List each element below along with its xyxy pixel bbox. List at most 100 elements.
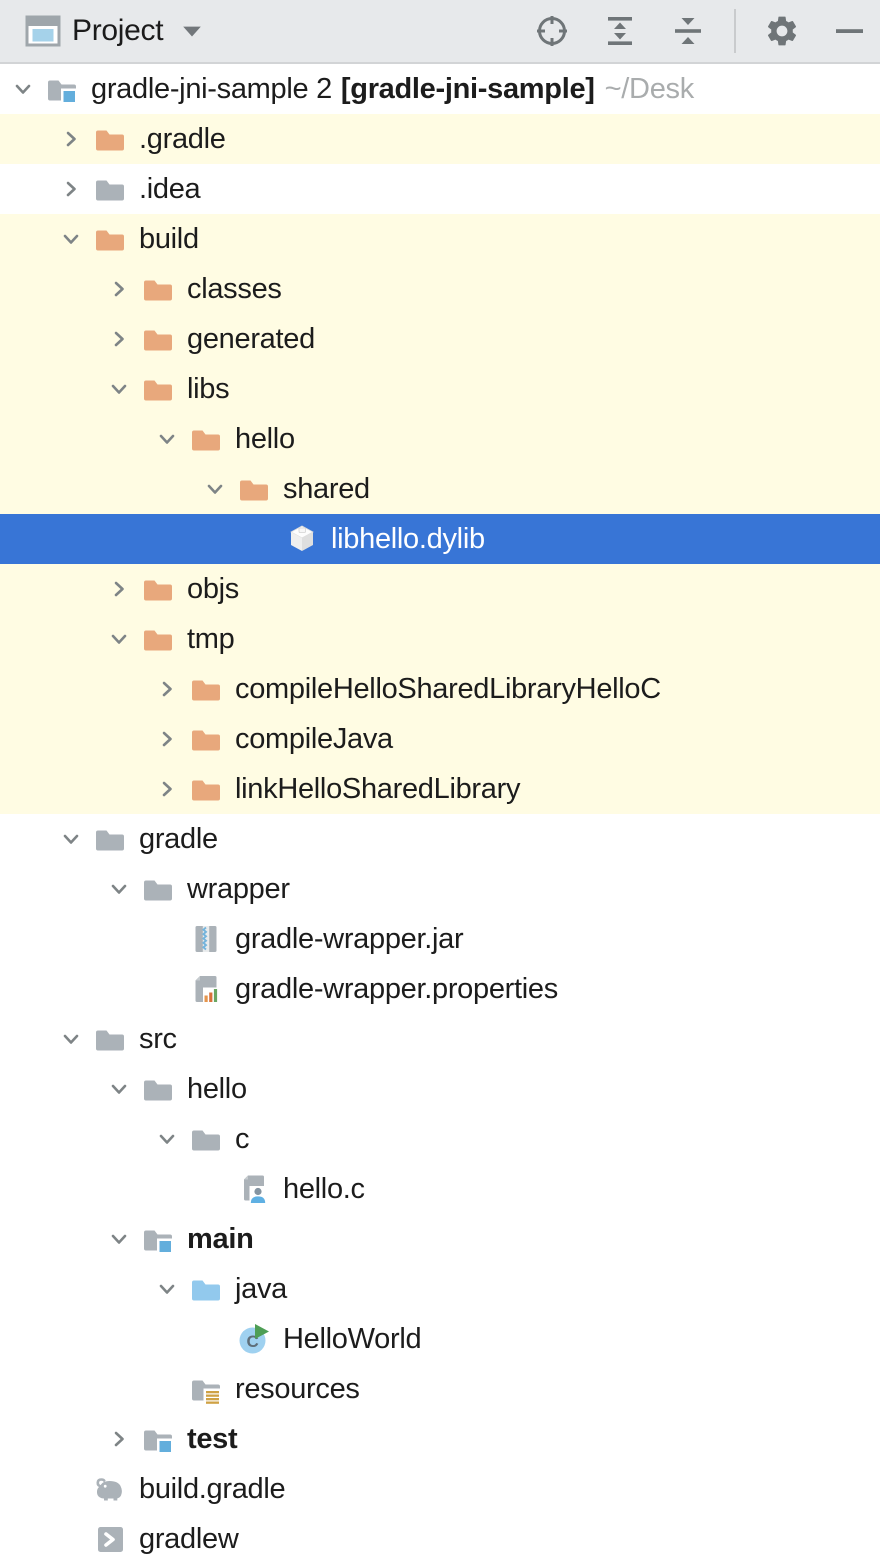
tree-row-compilehellosharedlibraryhelloc[interactable]: compileHelloSharedLibraryHelloC [0,664,880,714]
dylib-file-icon [286,523,318,555]
row-label: linkHelloSharedLibrary [235,772,521,805]
row-label: resources [235,1372,360,1405]
folder-excluded-icon [190,423,222,455]
chevron-spacer [60,1514,94,1564]
chevron-right-icon[interactable] [60,164,94,214]
folder-excluded-icon [142,273,174,305]
chevron-right-icon[interactable] [108,264,142,314]
chevron-down-icon[interactable] [60,214,94,264]
chevron-down-icon[interactable] [12,64,46,114]
chevron-down-icon[interactable] [204,464,238,514]
tree-row-tmp[interactable]: tmp [0,614,880,664]
chevron-right-icon[interactable] [156,764,190,814]
folder-excluded-icon [94,223,126,255]
tree-row-gradle-wrapper.jar[interactable]: gradle-wrapper.jar [0,914,880,964]
folder-sources-root-icon [142,1423,174,1455]
folder-icon [142,1073,174,1105]
row-label: .idea [139,172,201,205]
chevron-spacer [204,1314,238,1364]
collapse-all-icon [670,13,706,49]
row-label: shared [283,472,370,505]
tree-row-helloworld[interactable]: C HelloWorld [0,1314,880,1364]
chevron-spacer [252,514,286,564]
chevron-spacer [156,1364,190,1414]
row-label: generated [187,322,315,355]
chevron-down-icon[interactable] [156,1114,190,1164]
tree-row-src[interactable]: src [0,1014,880,1064]
tree-row-.gradle[interactable]: .gradle [0,114,880,164]
tree-row-resources[interactable]: resources [0,1364,880,1414]
chevron-down-icon[interactable] [60,814,94,864]
tree-row-libhello.dylib[interactable]: libhello.dylib [0,514,880,564]
folder-excluded-icon [238,473,270,505]
tree-row-main[interactable]: main [0,1214,880,1264]
tree-row-build.gradle[interactable]: build.gradle [0,1464,880,1514]
tree-row-hello[interactable]: hello [0,414,880,464]
settings-gear-button[interactable] [760,7,804,55]
chevron-down-icon[interactable] [108,364,142,414]
row-label: build [139,222,199,255]
row-label: hello [187,1072,247,1105]
row-label: compileJava [235,722,393,755]
tree-row-.idea[interactable]: .idea [0,164,880,214]
tree-row-linkhellosharedlibrary[interactable]: linkHelloSharedLibrary [0,764,880,814]
tree-row-shared[interactable]: shared [0,464,880,514]
chevron-right-icon[interactable] [156,664,190,714]
chevron-down-icon[interactable] [60,1014,94,1064]
row-label: gradle-wrapper.jar [235,922,464,955]
tree-row-build[interactable]: build [0,214,880,264]
chevron-down-icon[interactable] [108,1064,142,1114]
tree-row-wrapper[interactable]: wrapper [0,864,880,914]
tree-row-gradle[interactable]: gradle [0,814,880,864]
row-label: .gradle [139,122,226,155]
chevron-down-icon[interactable] [156,1264,190,1314]
collapse-all-button[interactable] [666,7,710,55]
chevron-down-icon[interactable] [108,1214,142,1264]
project-folder-icon [46,73,78,105]
tree-row-libs[interactable]: libs [0,364,880,414]
tree-row-classes[interactable]: classes [0,264,880,314]
tree-row-objs[interactable]: objs [0,564,880,614]
java-class-icon: C [238,1323,270,1355]
chevron-right-icon[interactable] [60,114,94,164]
tree-row-compilejava[interactable]: compileJava [0,714,880,764]
tree-row-java[interactable]: java [0,1264,880,1314]
chevron-down-icon[interactable] [156,414,190,464]
row-label: test [187,1422,238,1455]
hide-minimize-icon [832,13,868,49]
expand-all-icon [602,13,638,49]
chevron-right-icon[interactable] [108,1414,142,1464]
tool-window-icon [24,12,62,50]
chevron-right-icon[interactable] [108,314,142,364]
folder-icon [190,1123,222,1155]
locate-file-button[interactable] [530,7,574,55]
locate-file-icon [534,13,570,49]
tree-row-gradle-jni-sample-2[interactable]: gradle-jni-sample 2[gradle-jni-sample]~/… [0,64,880,114]
chevron-spacer [60,1464,94,1514]
row-label: tmp [187,622,235,655]
row-label: hello [235,422,295,455]
folder-excluded-icon [190,723,222,755]
tree-row-gradlew[interactable]: gradlew [0,1514,880,1564]
project-view-selector[interactable]: Project [24,12,203,50]
row-label: gradlew [139,1522,239,1555]
toolbar-buttons [530,7,872,55]
folder-excluded-icon [190,773,222,805]
expand-all-button[interactable] [598,7,642,55]
tree-row-c[interactable]: c [0,1114,880,1164]
tree-row-hello.c[interactable]: hello.c [0,1164,880,1214]
row-label: main [187,1222,254,1255]
row-label: gradle-jni-sample 2 [91,72,332,105]
folder-icon [94,173,126,205]
row-label: HelloWorld [283,1322,422,1355]
tree-row-hello[interactable]: hello [0,1064,880,1114]
chevron-down-icon[interactable] [108,614,142,664]
chevron-down-icon[interactable] [108,864,142,914]
hide-minimize-button[interactable] [828,7,872,55]
tree-row-gradle-wrapper.properties[interactable]: gradle-wrapper.properties [0,964,880,1014]
chevron-right-icon[interactable] [108,564,142,614]
tree-row-test[interactable]: test [0,1414,880,1464]
tree-row-generated[interactable]: generated [0,314,880,364]
chevron-right-icon[interactable] [156,714,190,764]
